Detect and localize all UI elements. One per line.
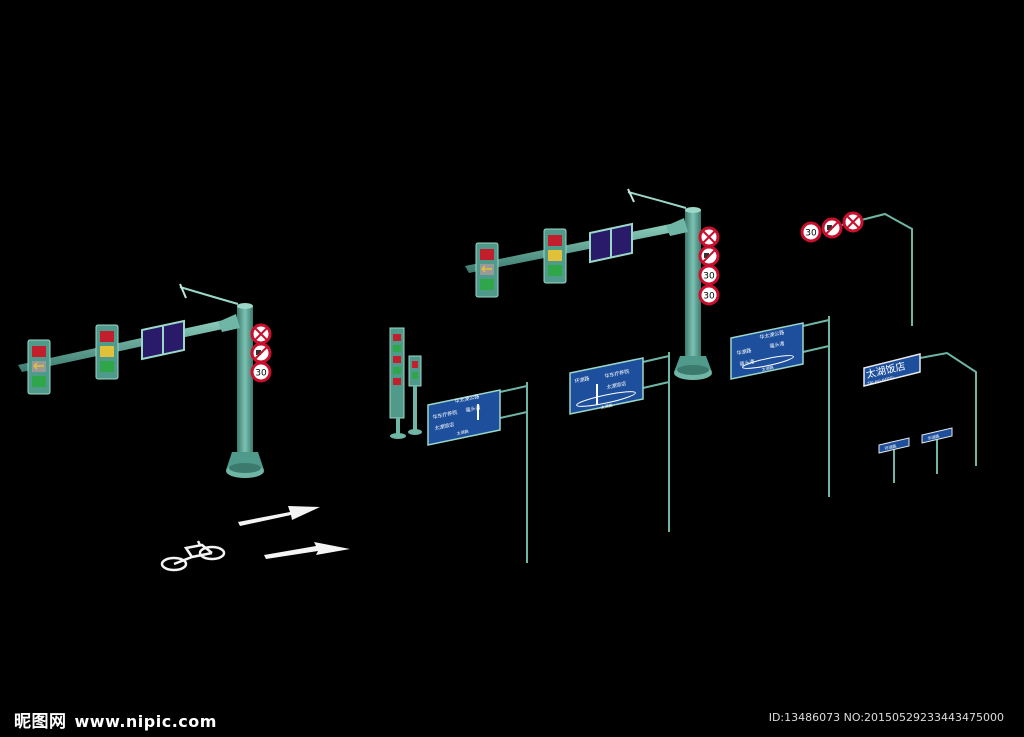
guide-sign-top-text: 环湖路 [574,375,590,385]
speed-limit-value: 30 [703,272,715,282]
guide-sign-2: 环湖路 华东疗养院 太湖饭店 太湖路 [569,352,670,532]
watermark-url: www.nipic.com [74,712,217,731]
bicycle-icon [160,540,226,572]
no-overtaking-sign [250,342,272,364]
right-signal-pole: 30 30 [465,188,720,380]
street-sign-text: 环湖路 [884,442,897,451]
guide-sign-mid-text: 太湖饭店 [434,421,455,432]
guide-sign-right-text: 鼋头渚 [465,404,481,414]
variable-message-panel [141,319,185,361]
no-overtaking-sign [698,245,720,267]
no-overtaking-sign [821,217,843,239]
overhead-sign-arm: 30 [800,211,913,326]
guide-sign-left-text: 华湖路 [736,347,752,357]
pedestrian-signal-short [408,355,422,435]
street-name-sign: 华湖路 [921,427,953,474]
turn-arrow-marking [264,542,350,559]
image-id-text: ID:13486073 NO:20150529233443475000 [768,711,1004,724]
street-sign-text: 华湖路 [927,432,940,441]
left-signal-pole: 30 [18,283,272,478]
hotel-sign-subtitle: TAI HU HOTEL [866,375,896,387]
watermark: 昵图网 www.nipic.com [14,707,217,732]
speed-limit-end-sign: 30 [698,284,720,306]
traffic-light-head [27,339,51,395]
speed-limit-value: 30 [805,229,817,239]
hotel-sign: 太湖饭店 TAI HU HOTEL [863,351,977,466]
guide-sign-1: 华太湖公路 华东疗养院 太湖饭店 鼋头渚 太湖路 [427,382,528,563]
traffic-light-head [475,242,499,298]
straight-arrow-marking [238,506,320,526]
watermark-brand: 昵图网 [14,712,67,732]
variable-message-panel [589,222,633,264]
guide-sign-bottom-text: 太湖路 [600,402,613,410]
guide-sign-3: 华太湖公路 华湖路 鼋头渚 鼋头渚 太湖路 [730,316,830,497]
traffic-light-head [95,324,119,380]
guide-sign-bottom-text: 太湖路 [456,428,469,436]
guide-sign-bottom-text: 太湖路 [761,364,774,372]
guide-sign-right-text: 太湖饭店 [606,380,627,391]
speed-limit-sign: 30 [800,221,822,243]
no-entry-sign [842,211,864,233]
guide-sign-right-text: 鼋头渚 [769,340,785,350]
traffic-light-head [543,228,567,284]
speed-limit-end-value: 30 [703,292,715,302]
speed-limit-value: 30 [255,369,267,379]
street-name-sign: 环湖路 [878,437,910,483]
pedestrian-signal-tall [389,327,406,439]
speed-limit-sign: 30 [250,361,272,383]
no-entry-sign [698,226,720,248]
guide-sign-mid-text: 鼋头渚 [739,358,755,368]
speed-limit-sign: 30 [698,264,720,286]
road-markings [160,506,350,572]
no-entry-sign [250,323,272,345]
